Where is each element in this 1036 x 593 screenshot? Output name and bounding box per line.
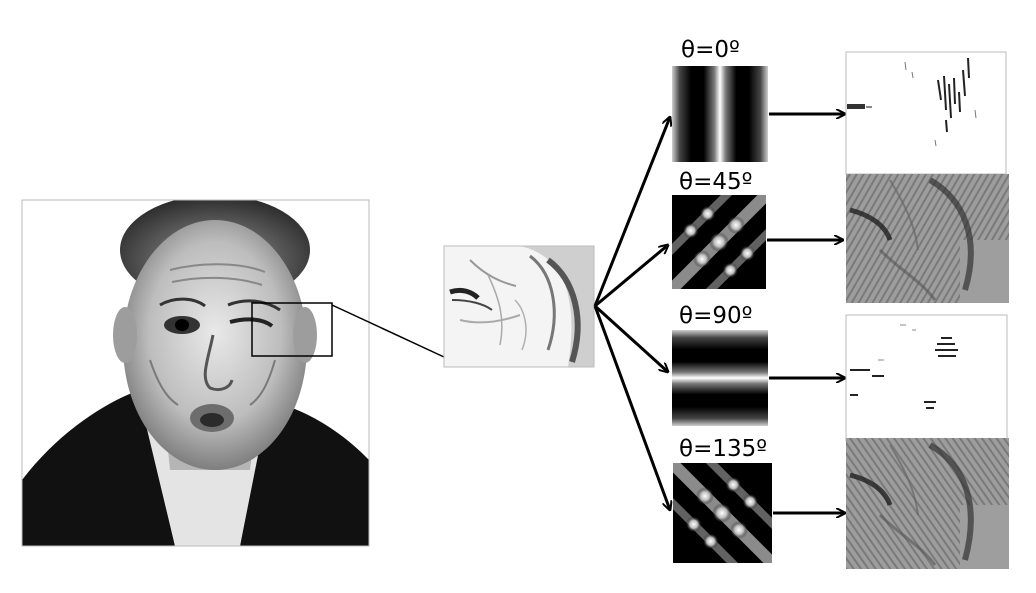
crop-connector bbox=[331, 304, 445, 358]
response-0 bbox=[845, 51, 1007, 175]
portrait-photo bbox=[22, 200, 369, 546]
arrow-to-filter-45 bbox=[594, 245, 668, 308]
fan-out-arrows bbox=[593, 117, 670, 510]
eye-region-patch bbox=[444, 246, 594, 367]
arrow-to-filter-90 bbox=[593, 304, 668, 372]
filter-label-45: θ=45º bbox=[679, 169, 753, 195]
gabor-kernel-135 bbox=[673, 463, 772, 563]
gabor-kernel-90 bbox=[672, 330, 768, 426]
filter-label-90: θ=90º bbox=[679, 303, 753, 329]
filter-label-0: θ=0º bbox=[681, 37, 740, 63]
arrow-to-filter-135 bbox=[593, 305, 670, 510]
crop-box bbox=[251, 302, 333, 357]
response-45 bbox=[846, 174, 1009, 303]
response-90 bbox=[845, 314, 1008, 442]
output-arrows bbox=[767, 114, 845, 513]
arrow-to-filter-0 bbox=[593, 117, 670, 307]
filter-label-135: θ=135º bbox=[679, 436, 768, 462]
photo-border bbox=[21, 199, 370, 547]
response-135 bbox=[846, 438, 1009, 569]
gabor-kernel-45 bbox=[672, 195, 766, 289]
gabor-kernel-0 bbox=[672, 66, 768, 162]
